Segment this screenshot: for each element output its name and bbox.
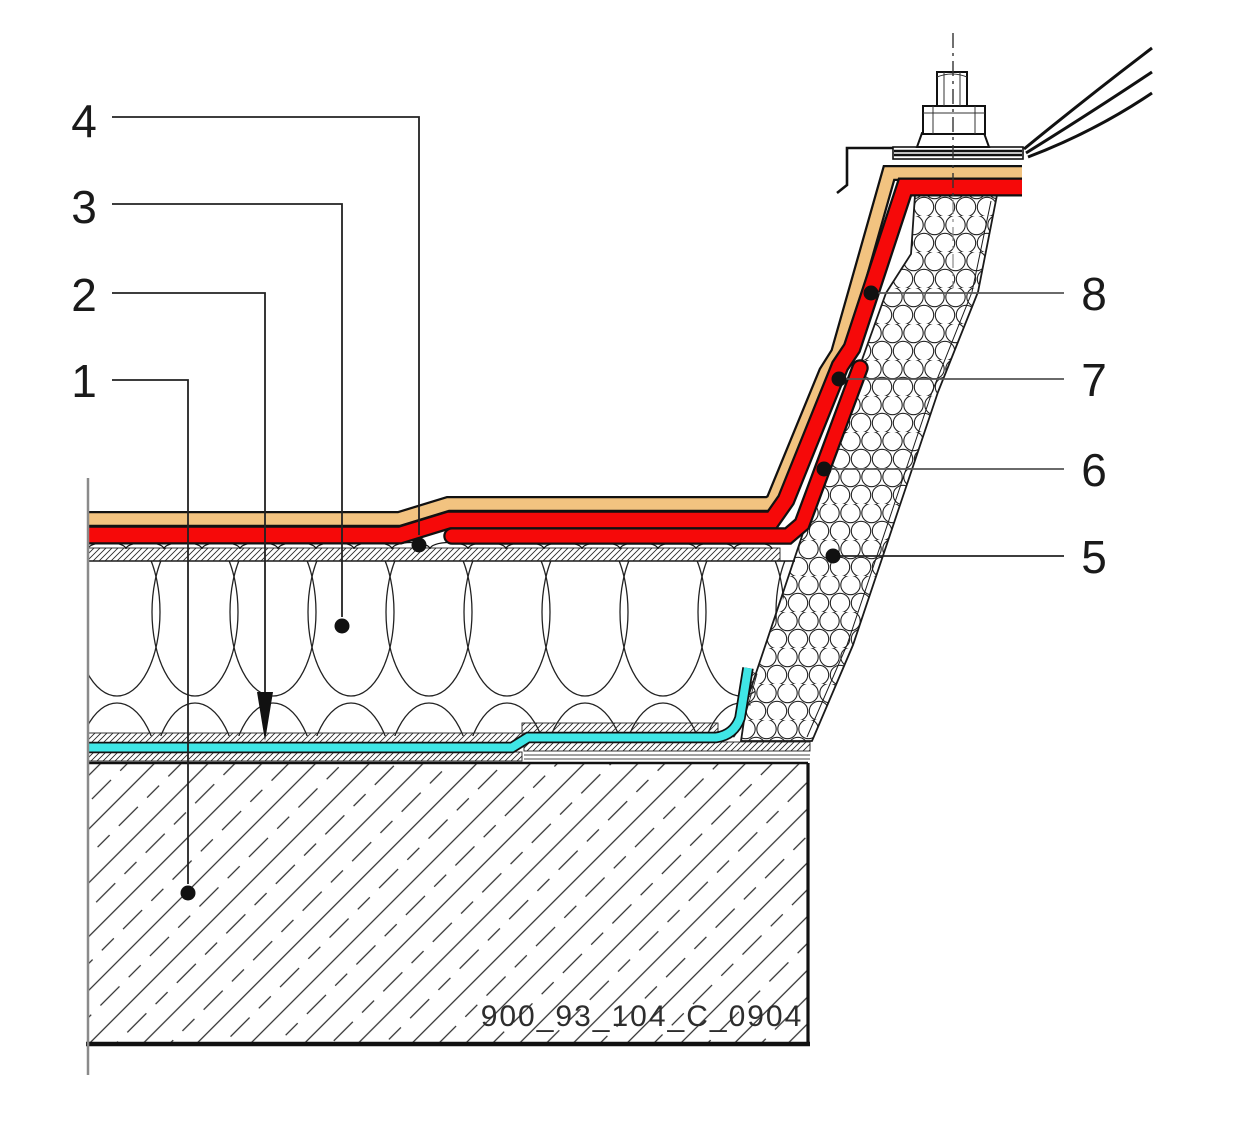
protection-layer-tan xyxy=(88,165,1022,527)
callout-8: 8 xyxy=(1081,268,1107,320)
callout-2: 2 xyxy=(71,269,97,321)
leader-line-3 xyxy=(112,203,343,617)
flashing-profile xyxy=(836,146,917,195)
callout-dot-6 xyxy=(816,461,832,477)
adhesive-layer xyxy=(87,541,781,562)
insulation-batt-layer xyxy=(88,560,795,736)
leader-line-4 xyxy=(112,116,420,535)
membrane-fan-lines xyxy=(1023,46,1153,159)
callout-4: 4 xyxy=(71,95,97,147)
callout-1: 1 xyxy=(71,355,97,407)
membrane-red-strip xyxy=(443,359,869,545)
parapet-insulation xyxy=(739,194,999,742)
callout-leaders-left xyxy=(112,116,420,884)
callout-dot-3 xyxy=(334,618,350,634)
anchor-bolt xyxy=(915,33,991,196)
concrete-slab xyxy=(86,761,810,1047)
callout-5: 5 xyxy=(1081,531,1107,583)
callout-6: 6 xyxy=(1081,444,1107,496)
callout-3: 3 xyxy=(71,181,97,233)
bolt-stud xyxy=(936,71,968,107)
bolt-nut xyxy=(922,105,986,135)
callout-dot-5 xyxy=(825,548,841,564)
clamping-plate xyxy=(892,146,1024,160)
callout-leaders-right xyxy=(828,292,1064,557)
callout-dot-4 xyxy=(411,537,427,553)
membrane-red-layer xyxy=(88,177,1022,545)
leader-line-2 xyxy=(112,292,266,692)
vapour-barrier-cyan xyxy=(88,667,752,752)
leader-line-1 xyxy=(112,379,189,884)
callout-dot-1 xyxy=(180,885,196,901)
callout-dot-7 xyxy=(831,371,847,387)
callout-dot-8 xyxy=(863,285,879,301)
callout-7: 7 xyxy=(1081,354,1107,406)
callout-arrow-2 xyxy=(257,692,273,741)
drawing-number: 900_93_104_C_0904 xyxy=(481,1000,804,1033)
